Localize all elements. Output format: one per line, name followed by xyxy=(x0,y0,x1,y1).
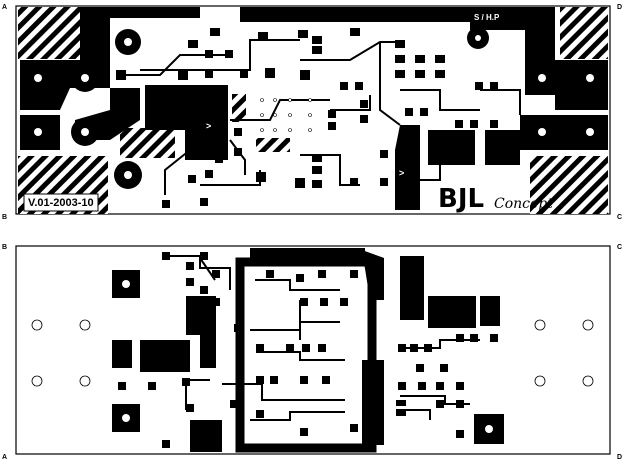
hatch-top-left xyxy=(18,7,80,59)
arrow-marker-1-text: > xyxy=(206,121,211,131)
corner-labels: A D B C B C A D xyxy=(2,4,622,461)
hatch-bottom-right xyxy=(530,156,608,214)
corner-label-mid-right-upper: C xyxy=(617,214,622,221)
corner-label-top-left: A xyxy=(2,4,7,11)
hatch-mid xyxy=(120,128,175,158)
corner-label-mid-right-lower: C xyxy=(617,244,622,251)
hatch-top-right xyxy=(560,7,608,59)
shp-label-box: S / H.P xyxy=(470,10,506,24)
shp-label: S / H.P xyxy=(474,13,500,22)
square-pads-bottom xyxy=(118,252,498,448)
corner-label-bottom-left: A xyxy=(2,454,7,461)
arrow-marker-1: > xyxy=(203,118,217,132)
ground-ring xyxy=(235,257,377,453)
hatch-small-2 xyxy=(256,138,290,152)
brand-sub: Concept xyxy=(494,196,553,212)
large-square-pads xyxy=(112,270,504,444)
version-label: V.01-2003-10 xyxy=(28,197,94,209)
mounting-holes xyxy=(31,319,594,387)
arrow-marker-2: > xyxy=(396,165,410,179)
bottom-pcb-board xyxy=(15,245,611,455)
brand-main: BJL xyxy=(438,184,484,214)
top-pcb-board: S / H.P > > V.01-2003-10 BJL Concept xyxy=(15,5,611,215)
round-pads-top xyxy=(24,27,604,189)
via-grid-top xyxy=(260,98,312,132)
corner-label-top-right: D xyxy=(617,4,622,11)
corner-label-mid-left-lower: B xyxy=(2,244,7,251)
version-label-box: V.01-2003-10 xyxy=(23,193,99,212)
corner-label-mid-left-upper: B xyxy=(2,214,7,221)
brand-logo: BJL Concept xyxy=(438,184,553,214)
hatch-small xyxy=(232,94,246,122)
corner-label-bottom-right: D xyxy=(617,454,622,461)
arrow-marker-2-text: > xyxy=(399,168,404,178)
square-pads-top xyxy=(116,28,498,208)
thin-traces-bottom xyxy=(165,255,480,421)
copper-traces-bottom xyxy=(140,248,500,452)
